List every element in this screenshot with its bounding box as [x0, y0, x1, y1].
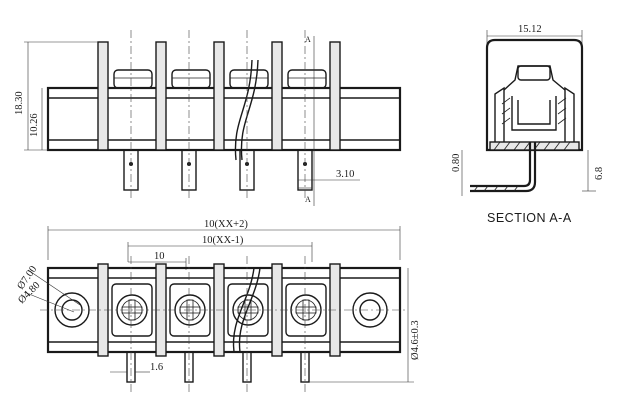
dim-section-width: 15.12: [518, 24, 542, 35]
front-view: A A 18.30 10.26 3.10: [14, 30, 402, 206]
section-view: 15.12 0.80 6.8 SECTION A-A: [451, 24, 605, 225]
dim-overall-length: 10(XX+2): [204, 219, 248, 230]
front-barriers: [97, 41, 341, 151]
dim-pin-width: 1.6: [150, 362, 163, 373]
section-pin: [470, 142, 532, 188]
dim-pin-pitch: 3.10: [336, 169, 354, 180]
section-housing: [485, 38, 584, 152]
section-mark-top: A: [305, 35, 311, 44]
dim-section-pin-length: 6.8: [594, 167, 605, 180]
section-mark-bottom: A: [305, 195, 311, 204]
section-caption: SECTION A-A: [487, 211, 572, 225]
dim-inner-length: 10(XX-1): [202, 235, 244, 246]
dim-height-total: 18.30: [14, 91, 25, 115]
dim-pitch: 10: [154, 251, 165, 262]
front-pins: [123, 149, 313, 191]
dim-pin-diameter: Ø4.6±0.3: [410, 320, 421, 360]
dim-height-body: 10.26: [29, 113, 40, 137]
section-screw: [517, 65, 551, 81]
dim-section-pin-thickness: 0.80: [451, 154, 462, 172]
front-screws: [113, 69, 327, 89]
top-view: 10(XX+2) 10(XX-1) 10: [15, 219, 421, 392]
